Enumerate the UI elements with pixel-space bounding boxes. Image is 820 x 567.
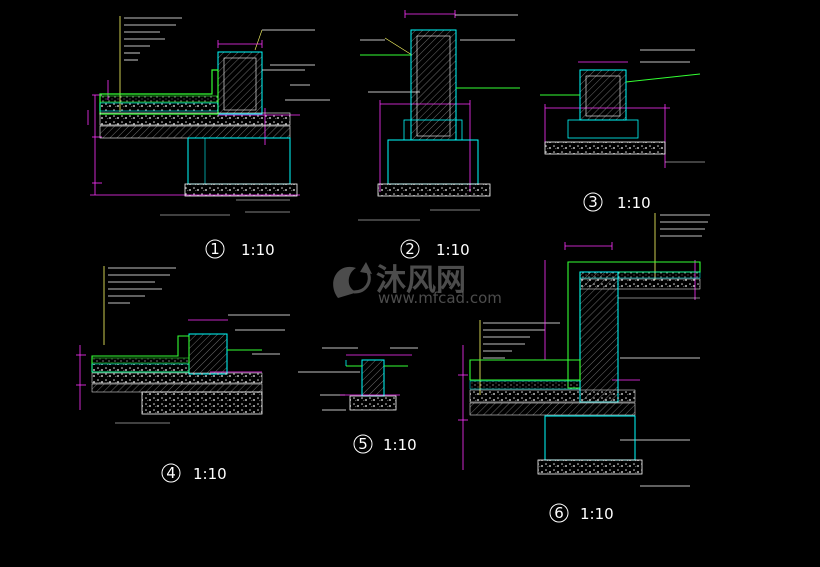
detail-number: 6: [554, 504, 564, 522]
detail-number-circle: [353, 434, 373, 454]
detail-6-label: 6 1:10: [549, 503, 614, 523]
detail-scale: 1:10: [241, 241, 275, 259]
detail-3-section: [540, 49, 705, 168]
detail-1-section: [87, 16, 330, 216]
mfcad-logo-icon: [333, 262, 372, 298]
detail-5-section: [298, 347, 418, 411]
detail-scale: 1:10: [193, 465, 227, 483]
detail-scale: 1:10: [617, 194, 651, 212]
detail-6-section: [458, 213, 710, 487]
detail-number-circle: [400, 239, 420, 259]
detail-number: 1: [210, 240, 220, 258]
detail-number-circle: [205, 239, 225, 259]
detail-3-label: 3 1:10: [583, 192, 651, 212]
detail-2-section: [358, 10, 520, 221]
detail-number-circle: [583, 192, 603, 212]
detail-scale: 1:10: [436, 241, 470, 259]
detail-4-section: [76, 266, 290, 424]
detail-number-circle: [161, 463, 181, 483]
watermark-url: www.mfcad.com: [378, 289, 502, 307]
detail-scale: 1:10: [383, 436, 417, 454]
detail-number: 3: [588, 193, 598, 211]
detail-2-label: 2 1:10: [400, 239, 470, 259]
detail-1-notes: [124, 17, 182, 61]
watermark-brand: 沐风网: [376, 263, 466, 298]
detail-5-label: 5 1:10: [353, 434, 417, 454]
detail-number: 2: [405, 240, 415, 258]
detail-1-label: 1 1:10: [205, 239, 275, 259]
detail-number: 4: [166, 464, 176, 482]
detail-number: 5: [358, 435, 368, 453]
detail-4-label: 4 1:10: [161, 463, 227, 483]
watermark: 沐风网 www.mfcad.com: [333, 262, 502, 307]
detail-scale: 1:10: [580, 505, 614, 523]
detail-number-circle: [549, 503, 569, 523]
